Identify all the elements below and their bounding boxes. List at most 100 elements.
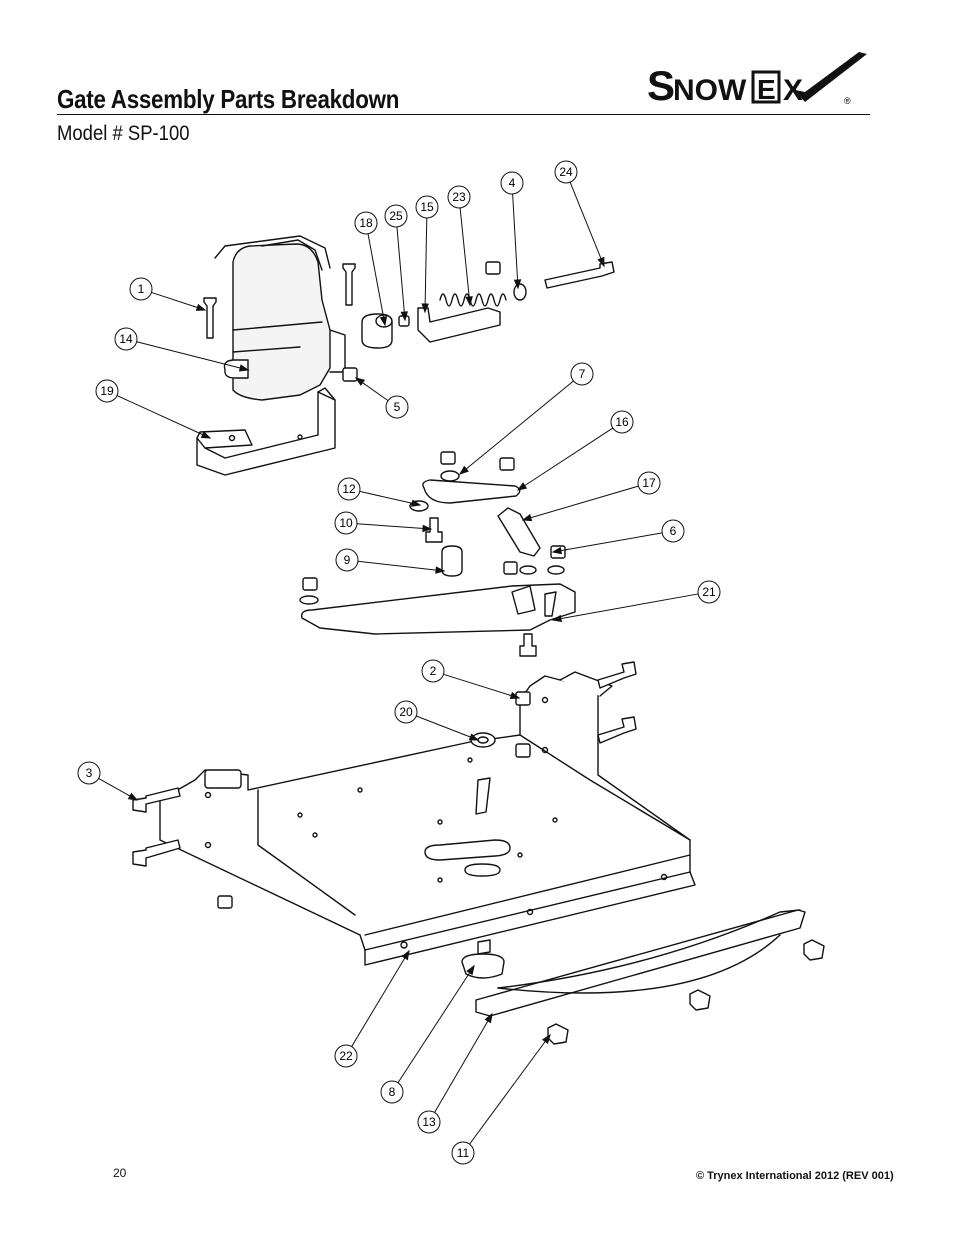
leader-line-24 (569, 182, 605, 267)
callout-circle-15 (415, 195, 439, 219)
svg-text:®: ® (844, 96, 851, 106)
callout-label-9: 9 (344, 553, 351, 567)
leader-line-14 (136, 341, 249, 371)
callout-label-15: 15 (420, 200, 434, 214)
leader-line-11 (469, 1034, 551, 1145)
leader-arrow-21 (551, 614, 563, 623)
callout-label-23: 23 (452, 190, 466, 204)
leader-arrow-25 (400, 311, 408, 322)
leader-line-10 (356, 523, 432, 530)
callout-label-19: 19 (100, 384, 114, 398)
callout-circle-9 (335, 548, 359, 572)
leader-arrow-13 (484, 1012, 493, 1024)
callout-label-24: 24 (559, 165, 573, 179)
svg-text:X: X (783, 74, 803, 107)
callout-label-22: 22 (339, 1049, 353, 1063)
callout-circle-16 (610, 410, 634, 434)
callout-circle-12 (337, 477, 361, 501)
callout-label-17: 17 (642, 476, 656, 490)
leader-arrow-17 (521, 514, 533, 522)
page-number: 20 (113, 1166, 127, 1180)
snowex-logo: S NOW E X ® (647, 52, 867, 109)
copyright-text: © Trynex International 2012 (REV 001) (696, 1170, 894, 1182)
callout-label-1: 1 (138, 282, 145, 296)
leader-line-15 (424, 217, 428, 313)
callout-label-4: 4 (509, 176, 516, 190)
leader-arrow-1 (195, 303, 207, 311)
leader-arrow-24 (597, 256, 605, 268)
leader-arrow-16 (516, 482, 528, 491)
leader-arrow-10 (422, 524, 433, 533)
leader-arrow-9 (435, 566, 446, 574)
callout-label-10: 10 (339, 516, 353, 530)
callout-circle-18 (354, 211, 378, 235)
callout-label-13: 13 (422, 1115, 436, 1129)
leader-arrow-8 (466, 964, 475, 976)
leader-arrow-15 (421, 303, 429, 314)
leader-line-4 (512, 193, 519, 289)
leader-line-7 (459, 380, 574, 475)
callout-label-5: 5 (394, 400, 401, 414)
leader-line-23 (459, 207, 471, 306)
leader-arrow-22 (401, 949, 410, 961)
svg-text:E: E (757, 74, 776, 105)
callout-circle-19 (95, 379, 119, 403)
title-rule (57, 114, 870, 115)
callout-circle-2 (421, 659, 445, 683)
callout-circle-13 (417, 1110, 441, 1134)
callout-label-8: 8 (389, 1085, 396, 1099)
leader-arrow-18 (379, 315, 388, 327)
callout-circle-25 (384, 204, 408, 228)
callout-circle-23 (447, 185, 471, 209)
leader-arrow-14 (238, 364, 250, 372)
callout-label-7: 7 (579, 367, 586, 381)
leader-arrow-4 (513, 279, 522, 290)
leader-line-21 (552, 593, 699, 621)
leader-line-18 (367, 233, 386, 326)
leader-line-19 (116, 395, 211, 439)
callout-circle-1 (129, 277, 153, 301)
leader-line-25 (396, 226, 406, 321)
callout-label-11: 11 (457, 1146, 470, 1160)
svg-text:S: S (647, 62, 675, 109)
callout-label-16: 16 (615, 415, 629, 429)
callout-label-12: 12 (342, 482, 356, 496)
leader-arrow-11 (541, 1033, 551, 1045)
leader-arrow-3 (127, 792, 139, 801)
leader-line-6 (552, 532, 663, 553)
svg-text:NOW: NOW (673, 74, 747, 107)
leader-line-1 (151, 291, 206, 311)
callout-circle-8 (380, 1080, 404, 1104)
callout-label-3: 3 (86, 766, 93, 780)
callout-circle-21 (697, 580, 721, 604)
leader-line-17 (522, 485, 639, 521)
callout-circle-20 (394, 700, 418, 724)
leader-arrow-19 (200, 431, 212, 439)
page-title: Gate Assembly Parts Breakdown (57, 84, 400, 114)
leader-arrow-6 (551, 546, 563, 555)
leader-line-20 (416, 715, 479, 741)
leader-arrow-7 (458, 465, 469, 475)
callout-circle-24 (554, 160, 578, 184)
callout-circle-5 (385, 395, 409, 419)
callout-circle-11 (451, 1141, 475, 1165)
callout-label-20: 20 (399, 705, 413, 719)
callout-circle-6 (661, 519, 685, 543)
callout-circle-4 (500, 171, 524, 195)
leader-line-8 (397, 965, 475, 1084)
callout-label-25: 25 (389, 209, 403, 223)
callout-circle-3 (77, 761, 101, 785)
leader-line-22 (351, 950, 410, 1047)
leader-arrow-23 (465, 296, 473, 307)
callout-label-2: 2 (430, 664, 437, 678)
callout-circle-10 (334, 511, 358, 535)
leader-arrow-2 (509, 691, 521, 700)
callout-label-21: 21 (702, 585, 716, 599)
leader-line-9 (357, 560, 445, 572)
leader-line-12 (359, 490, 421, 506)
leader-line-2 (443, 673, 520, 699)
leader-line-16 (517, 427, 614, 491)
model-subtitle: Model # SP-100 (57, 122, 190, 145)
callout-circle-17 (637, 471, 661, 495)
